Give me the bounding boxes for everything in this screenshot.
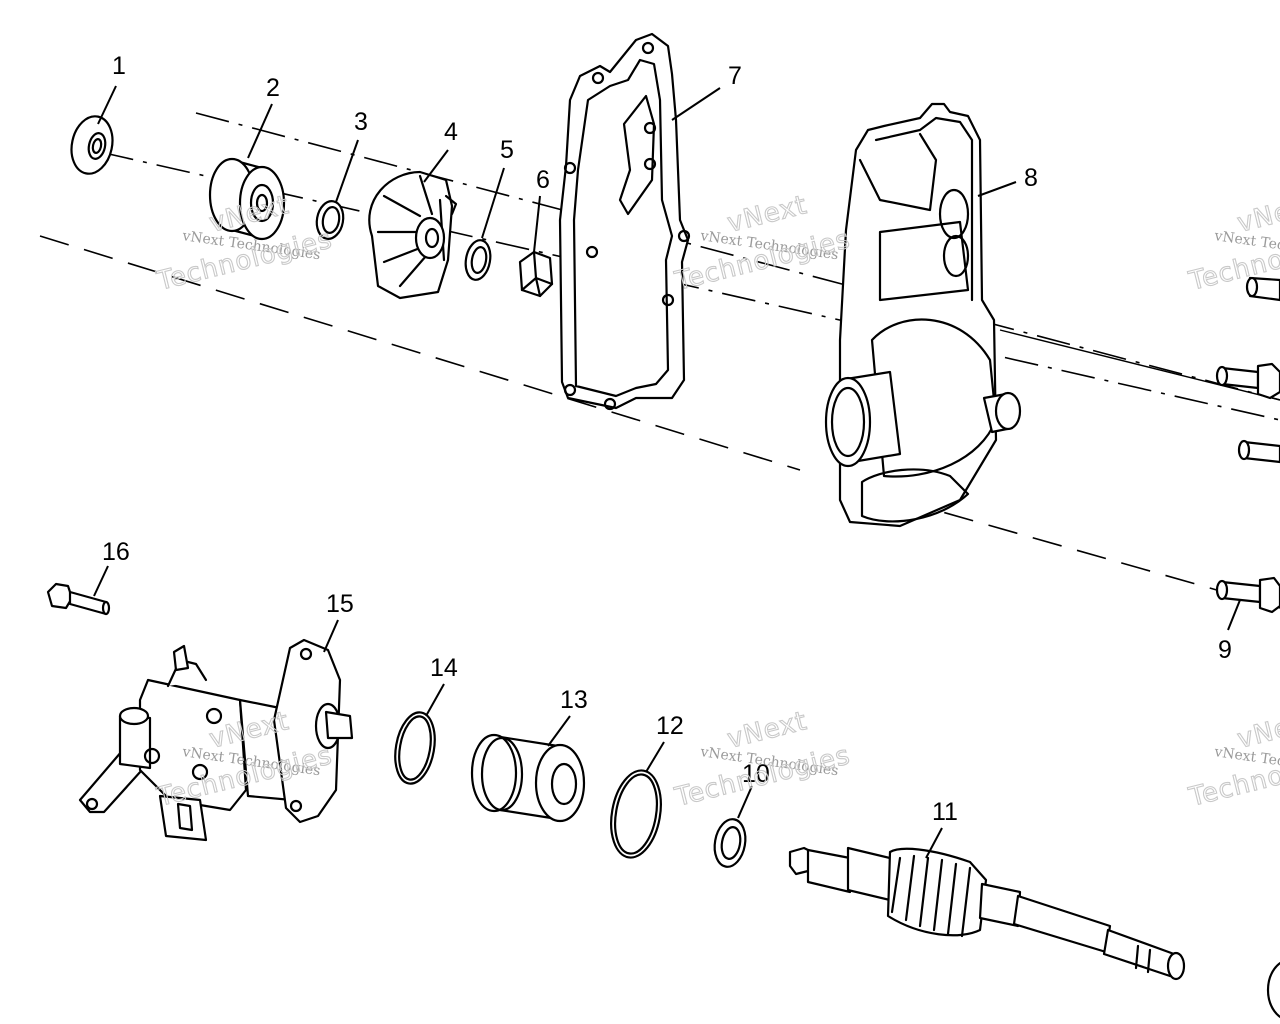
svg-text:vNext: vNext [724, 190, 810, 239]
callout-10: 10 [742, 760, 770, 788]
watermark-top-center: vNext Technologies vNext Technologies [671, 190, 854, 298]
callout-5: 5 [500, 136, 514, 164]
part-14-o-ring [394, 711, 436, 785]
part-4-impeller [368, 170, 458, 300]
callout-16: 16 [102, 538, 130, 566]
svg-text:vNext: vNext [724, 706, 810, 755]
callout-3: 3 [354, 108, 368, 136]
part-12-o-ring [610, 769, 662, 859]
part-9-bolts [1215, 276, 1280, 614]
svg-text:vNext: vNext [1234, 706, 1280, 755]
callout-7: 7 [728, 62, 742, 90]
part-3-washer [315, 200, 345, 240]
callout-1: 1 [112, 52, 126, 80]
part-1-seal [70, 115, 114, 175]
part-11-shaft [788, 846, 1186, 981]
callout-15: 15 [326, 590, 354, 618]
part-10-washer [713, 818, 747, 868]
part-partial-ring [1266, 961, 1280, 1019]
callout-9: 9 [1218, 636, 1232, 664]
leader-lines [93, 85, 1241, 859]
part-6-nut [518, 250, 554, 298]
callout-14: 14 [430, 654, 458, 682]
watermark-top-left: vNext Technologies vNext Technologies [153, 190, 336, 298]
part-15-oil-pump [78, 638, 354, 842]
callout-6: 6 [536, 166, 550, 194]
callout-2: 2 [266, 74, 280, 102]
svg-text:vNext: vNext [1234, 190, 1280, 239]
callout-11: 11 [932, 798, 958, 826]
callout-4: 4 [444, 118, 458, 146]
callout-labels: 1 2 3 4 5 6 7 8 9 10 11 12 13 14 15 16 [102, 52, 1232, 826]
callout-13: 13 [560, 686, 588, 714]
callout-12: 12 [656, 712, 684, 740]
part-8-pump-cover [824, 102, 1022, 528]
watermark-bottom-center: vNext Technologies vNext Technologies [671, 706, 854, 814]
callout-8: 8 [1024, 164, 1038, 192]
part-5-washer [464, 239, 492, 281]
watermark-bottom-right: vNext Technologies vNext Technologies [1185, 706, 1280, 814]
part-16-bolt [46, 582, 111, 616]
part-7-gasket [558, 32, 691, 411]
part-13-sleeve [470, 733, 586, 823]
part-2-bearing [208, 157, 286, 241]
